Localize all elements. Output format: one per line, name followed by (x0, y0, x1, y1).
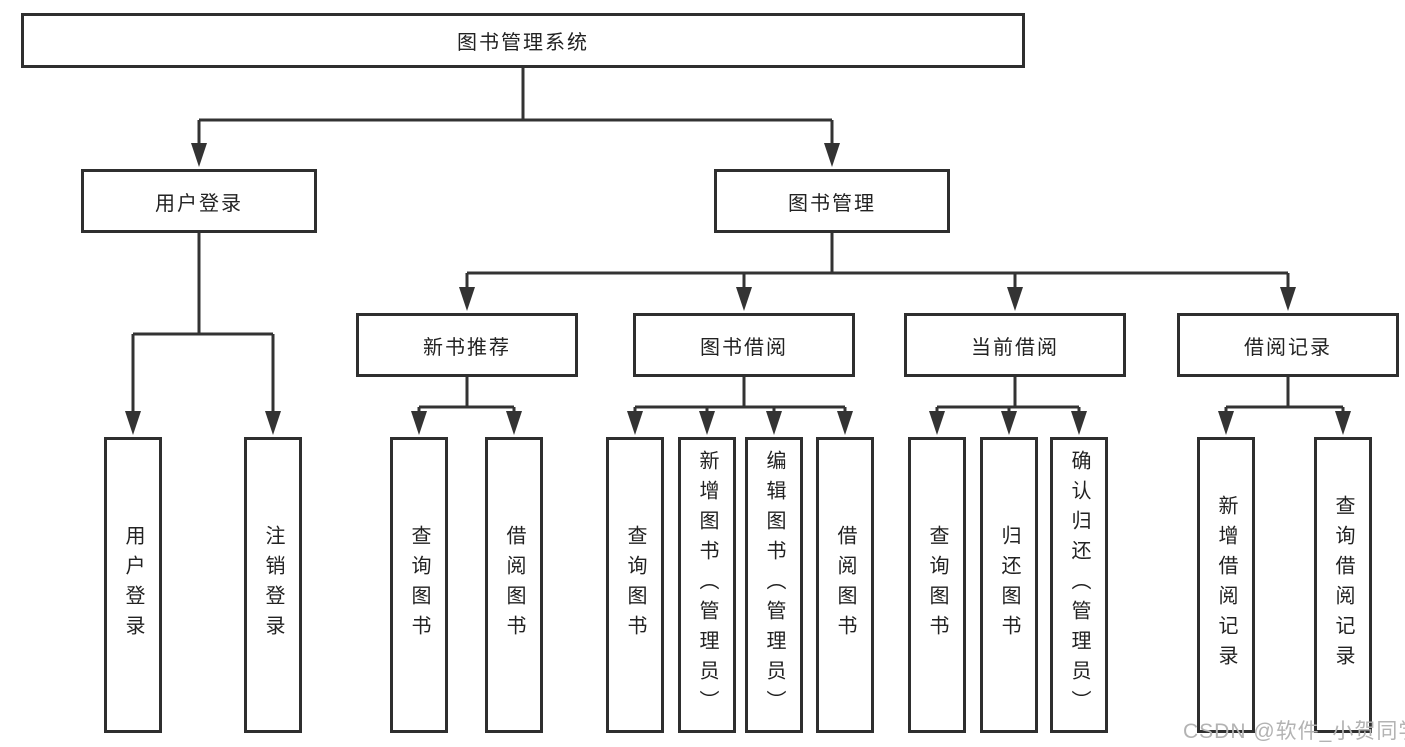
leaf-query-books-1-label: 查询图书 (408, 525, 430, 645)
arrow-to-leaf-return-book (1001, 411, 1017, 435)
node-current-borrow-label: 当前借阅 (971, 336, 1059, 359)
arrow-to-current-borrow (1007, 287, 1023, 311)
leaf-logout: 注销登录 (244, 437, 302, 733)
leaf-add-book-admin: 新增图书（管理员） (678, 437, 736, 733)
connector-borrow-records-to-leaves (1224, 377, 1345, 413)
leaf-user-login: 用户登录 (104, 437, 162, 733)
arrow-to-leaf-query-borrow-record (1335, 411, 1351, 435)
arrow-to-leaf-query-books-1 (411, 411, 427, 435)
node-root-label: 图书管理系统 (457, 32, 589, 54)
node-new-book-recommend: 新书推荐 (356, 313, 578, 377)
node-new-book-recommend-label: 新书推荐 (423, 336, 511, 359)
leaf-borrow-books-2-label: 借阅图书 (834, 525, 856, 645)
connector-new-book-recommend-to-leaves (417, 377, 516, 413)
arrow-to-leaf-add-borrow-record (1218, 411, 1234, 435)
node-user-login: 用户登录 (81, 169, 317, 233)
leaf-return-book: 归还图书 (980, 437, 1038, 733)
leaf-query-books-1: 查询图书 (390, 437, 448, 733)
leaf-edit-book-admin-label: 编辑图书（管理员） (763, 450, 785, 720)
arrow-to-leaf-borrow-books-2 (837, 411, 853, 435)
leaf-add-borrow-record: 新增借阅记录 (1197, 437, 1255, 733)
leaf-edit-book-admin: 编辑图书（管理员） (745, 437, 803, 733)
arrow-to-leaf-query-books-2 (627, 411, 643, 435)
arrow-to-leaf-user-login (125, 411, 141, 435)
node-current-borrow: 当前借阅 (904, 313, 1126, 377)
arrowheads (125, 143, 1351, 435)
arrow-to-leaf-borrow-books-1 (506, 411, 522, 435)
leaf-query-books-2: 查询图书 (606, 437, 664, 733)
connector-user-login-to-leaves (131, 233, 275, 413)
node-book-borrow-label: 图书借阅 (700, 336, 788, 359)
node-borrow-records: 借阅记录 (1177, 313, 1399, 377)
arrow-to-leaf-query-books-3 (929, 411, 945, 435)
leaf-query-books-2-label: 查询图书 (624, 525, 646, 645)
leaf-confirm-return-admin: 确认归还（管理员） (1050, 437, 1108, 733)
node-borrow-records-label: 借阅记录 (1244, 336, 1332, 359)
leaf-return-book-label: 归还图书 (998, 525, 1020, 645)
connector-book-management-to-level3 (465, 233, 1290, 290)
connector-current-borrow-to-leaves (935, 377, 1081, 413)
leaf-user-login-label: 用户登录 (122, 525, 144, 645)
node-book-management: 图书管理 (714, 169, 950, 233)
arrow-to-user-login (191, 143, 207, 167)
node-book-management-label: 图书管理 (788, 192, 876, 215)
leaf-query-books-3: 查询图书 (908, 437, 966, 733)
leaf-borrow-books-1-label: 借阅图书 (503, 525, 525, 645)
leaf-query-borrow-record-label: 查询借阅记录 (1332, 495, 1354, 675)
leaf-confirm-return-admin-label: 确认归还（管理员） (1068, 450, 1090, 720)
arrow-to-leaf-confirm-return (1071, 411, 1087, 435)
leaf-add-book-admin-label: 新增图书（管理员） (696, 450, 718, 720)
node-root: 图书管理系统 (21, 13, 1025, 68)
leaf-borrow-books-1: 借阅图书 (485, 437, 543, 733)
connector-root-to-level2 (197, 66, 834, 146)
leaf-add-borrow-record-label: 新增借阅记录 (1215, 495, 1237, 675)
leaf-query-borrow-record: 查询借阅记录 (1314, 437, 1372, 733)
connector-book-borrow-to-leaves (633, 377, 847, 413)
arrow-to-leaf-logout (265, 411, 281, 435)
leaf-borrow-books-2: 借阅图书 (816, 437, 874, 733)
node-book-borrow: 图书借阅 (633, 313, 855, 377)
node-user-login-label: 用户登录 (155, 192, 243, 215)
arrow-to-new-book-recommend (459, 287, 475, 311)
leaf-logout-label: 注销登录 (262, 525, 284, 645)
leaf-query-books-3-label: 查询图书 (926, 525, 948, 645)
watermark: CSDN @软件_小贺同学 (1183, 720, 1405, 743)
arrow-to-leaf-add-book (699, 411, 715, 435)
arrow-to-leaf-edit-book (766, 411, 782, 435)
arrow-to-book-borrow (736, 287, 752, 311)
arrow-to-book-management (824, 143, 840, 167)
arrow-to-borrow-records (1280, 287, 1296, 311)
